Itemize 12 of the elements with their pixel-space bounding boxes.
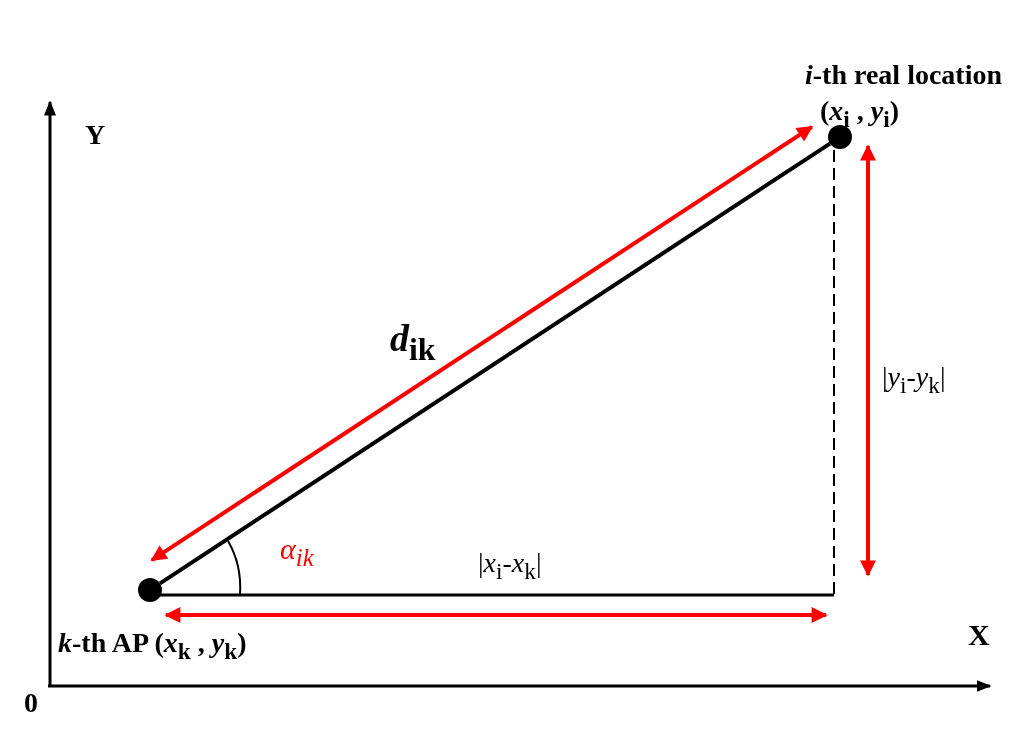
dimension-label: |y$_{i}$-y$_{k}$|	[882, 362, 946, 399]
angle-label: α$_{ik}$	[280, 532, 314, 572]
edge-label: d$_{ik}$	[390, 318, 436, 368]
point-marker	[138, 578, 162, 602]
point-label: i-th real location	[805, 60, 1002, 91]
axis-label: Y	[85, 120, 106, 151]
axis-label: X	[968, 618, 990, 651]
point-label: k-th AP (x$_{k}$ , y$_{k}$)	[58, 628, 247, 665]
origin-label: 0	[24, 688, 38, 719]
dimension-label: |x$_{i}$-x$_{k}$|	[478, 548, 542, 585]
point-marker	[828, 125, 852, 149]
point-label: (x$_{i}$ , y$_{i}$)	[820, 96, 900, 133]
